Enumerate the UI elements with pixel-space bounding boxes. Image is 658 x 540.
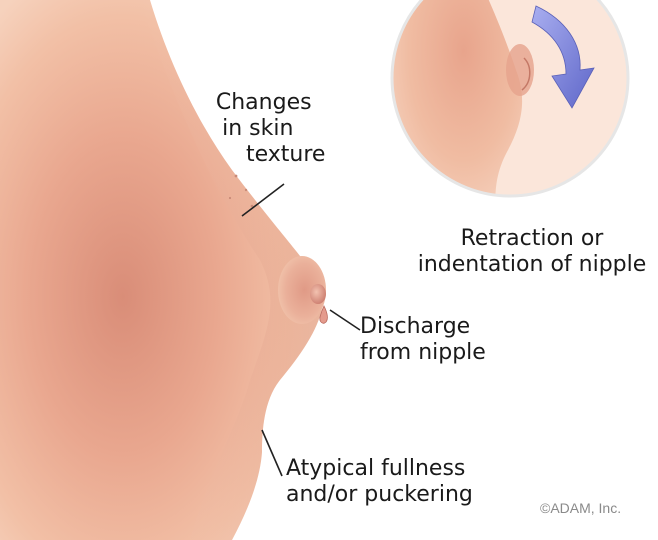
nipple [310, 284, 326, 304]
retraction-inset [392, 0, 628, 220]
label-skin-texture: Changes in skin texture [214, 90, 325, 168]
label-discharge: Discharge from nipple [360, 314, 486, 366]
leader-line-fullness [262, 430, 282, 476]
label-retraction: Retraction or indentation of nipple [414, 226, 650, 278]
leader-line-discharge [330, 310, 360, 330]
label-fullness: Atypical fullness and/or puckering [286, 456, 473, 508]
copyright-notice: ©ADAM, Inc. [540, 500, 621, 516]
